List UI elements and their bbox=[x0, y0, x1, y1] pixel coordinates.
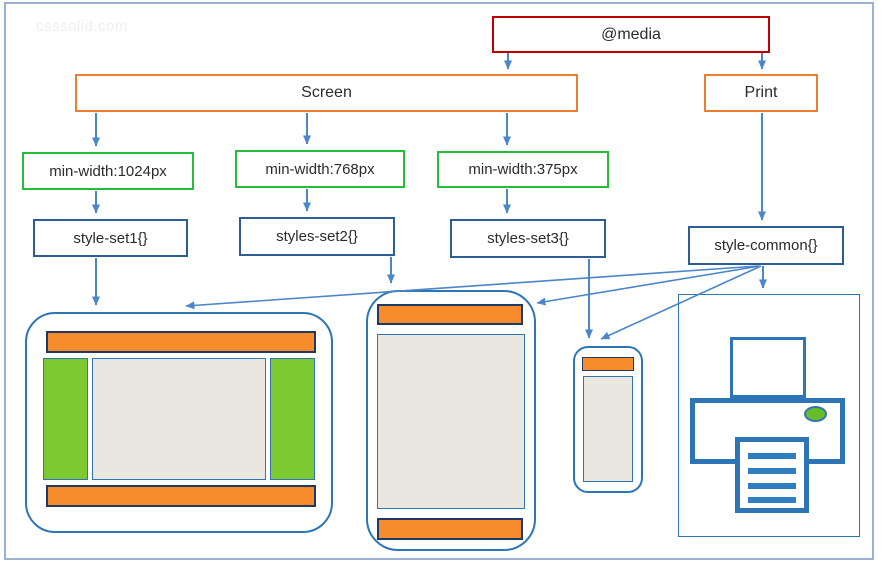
document-text-line bbox=[748, 453, 796, 459]
desktop-content-area bbox=[92, 358, 266, 480]
node-media: @media bbox=[492, 16, 770, 53]
node-style-common: style-common{} bbox=[688, 226, 844, 265]
printer-illustration bbox=[678, 294, 860, 537]
desktop-header-bar bbox=[46, 331, 316, 353]
node-print: Print bbox=[704, 74, 818, 112]
node-min-width-768: min-width:768px bbox=[235, 150, 405, 188]
tablet-layout-mockup bbox=[366, 290, 536, 551]
phone-content-area bbox=[583, 376, 633, 482]
node-min-width-375: min-width:375px bbox=[437, 151, 609, 188]
desktop-left-sidebar bbox=[43, 358, 88, 480]
tablet-content-area bbox=[377, 334, 525, 509]
document-text-line bbox=[748, 483, 796, 489]
printer-paper-input-icon bbox=[730, 337, 806, 398]
watermark-text: csssolid.com bbox=[36, 18, 128, 35]
document-text-line bbox=[748, 497, 796, 503]
tablet-header-bar bbox=[377, 304, 523, 325]
node-screen: Screen bbox=[75, 74, 578, 112]
node-styles-set2: styles-set2{} bbox=[239, 217, 395, 256]
phone-layout-mockup bbox=[573, 346, 643, 493]
printer-power-led-icon bbox=[804, 406, 827, 422]
node-styles-set3: styles-set3{} bbox=[450, 219, 606, 258]
document-text-line bbox=[748, 468, 796, 474]
phone-header-bar bbox=[582, 357, 634, 371]
desktop-layout-mockup bbox=[25, 312, 333, 533]
printer-output-document-icon bbox=[735, 437, 809, 513]
node-style-set1: style-set1{} bbox=[33, 219, 188, 257]
desktop-right-sidebar bbox=[270, 358, 315, 480]
tablet-footer-bar bbox=[377, 518, 523, 540]
desktop-footer-bar bbox=[46, 485, 316, 507]
node-min-width-1024: min-width:1024px bbox=[22, 152, 194, 190]
